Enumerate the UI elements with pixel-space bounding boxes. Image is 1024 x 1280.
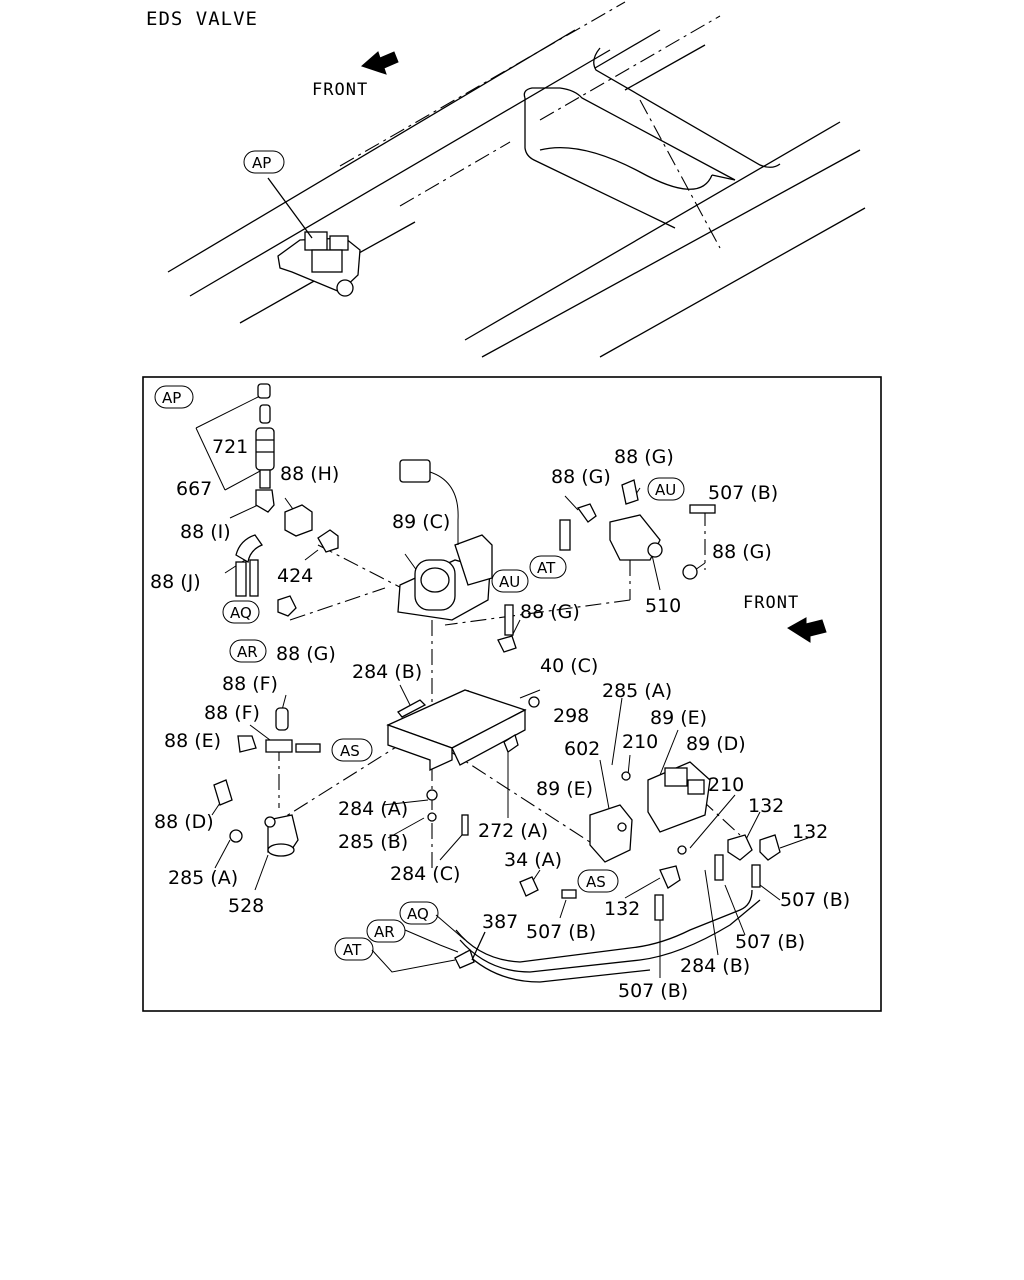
callout-at-2-label: AT: [343, 941, 362, 959]
part-285a-bottom: 285 (A): [168, 867, 238, 889]
part-507b-mid: 507 (B): [735, 931, 805, 953]
part-88f-top: 88 (F): [222, 673, 278, 695]
part-528: 528: [228, 895, 264, 917]
part-132-right: 132: [792, 821, 828, 843]
vehicle-frame-view: [167, 1, 866, 358]
callout-aq-label: AQ: [230, 604, 252, 622]
callout-as-2-label: AS: [586, 873, 606, 891]
part-88g-left: 88 (G): [276, 643, 336, 665]
callout-au-label: AU: [655, 481, 676, 499]
callout-ap-label: AP: [162, 389, 181, 407]
part-88f: 88 (F): [204, 702, 260, 724]
part-507b-top: 507 (B): [708, 482, 778, 504]
part-284c: 284 (C): [390, 863, 460, 885]
part-88g-top-left: 88 (G): [551, 466, 611, 488]
part-721: 721: [212, 436, 248, 458]
callout-ar-2-label: AR: [374, 923, 395, 941]
part-284b-bottom: 284 (B): [680, 955, 750, 977]
part-88i: 88 (I): [180, 521, 231, 543]
front-label-detail: FRONT: [743, 593, 799, 613]
part-285a-top: 285 (A): [602, 680, 672, 702]
part-40c: 40 (C): [540, 655, 598, 677]
detail-frame: [142, 376, 882, 1012]
part-89e-bottom: 89 (E): [536, 778, 593, 800]
callout-ap-top: AP: [243, 150, 285, 174]
part-89d: 89 (D): [686, 733, 746, 755]
callout-at-label: AT: [537, 559, 556, 577]
part-510: 510: [645, 595, 681, 617]
callout-aq-2-label: AQ: [407, 905, 429, 923]
part-272a: 272 (A): [478, 820, 548, 842]
part-89c: 89 (C): [392, 511, 450, 533]
part-667: 667: [176, 478, 212, 500]
callout-as-label: AS: [340, 742, 360, 760]
part-labels: 721 667 88 (H) 88 (I) 88 (J) 424 89 (C) …: [150, 436, 850, 1002]
callout-ap-detail: AP: [154, 385, 194, 409]
part-34a: 34 (A): [504, 849, 562, 871]
callout-aq: AQ: [222, 600, 260, 624]
callout-at-2: AT: [334, 937, 374, 961]
part-88g-top: 88 (G): [614, 446, 674, 468]
callout-au-2: AU: [491, 569, 529, 593]
callout-ap-top-label: AP: [252, 154, 271, 172]
part-284a: 284 (A): [338, 798, 408, 820]
part-507b-bottom: 507 (B): [618, 980, 688, 1002]
part-285b: 285 (B): [338, 831, 408, 853]
part-602: 602: [564, 738, 600, 760]
part-132-bottom: 132: [604, 898, 640, 920]
callout-as-2: AS: [577, 869, 619, 893]
part-210-right: 210: [708, 774, 744, 796]
callout-au-2-label: AU: [499, 573, 520, 591]
front-label-top: FRONT: [312, 80, 368, 100]
callout-as: AS: [331, 738, 373, 762]
part-284b-top: 284 (B): [352, 661, 422, 683]
part-88h: 88 (H): [280, 463, 339, 485]
callout-ar-2: AR: [366, 919, 406, 943]
part-210-left: 210: [622, 731, 658, 753]
part-88j: 88 (J): [150, 571, 201, 593]
part-88g-right: 88 (G): [712, 541, 772, 563]
callout-au: AU: [647, 477, 685, 501]
part-88d: 88 (D): [154, 811, 214, 833]
front-arrow-detail: FRONT: [743, 593, 827, 643]
part-88g-center: 88 (G): [520, 601, 580, 623]
part-298: 298: [553, 705, 589, 727]
diagram-title: EDS VALVE: [146, 8, 258, 30]
detail-parts: [213, 383, 781, 983]
part-387: 387: [482, 911, 518, 933]
part-132-top: 132: [748, 795, 784, 817]
callout-ar: AR: [229, 639, 267, 663]
part-507b-right: 507 (B): [780, 889, 850, 911]
callout-aq-2: AQ: [399, 901, 439, 925]
front-arrow-top: FRONT: [312, 51, 399, 100]
part-89e-top: 89 (E): [650, 707, 707, 729]
callout-ar-label: AR: [237, 643, 258, 661]
part-88e: 88 (E): [164, 730, 221, 752]
callout-at: AT: [529, 555, 567, 579]
part-507b-bottom-left: 507 (B): [526, 921, 596, 943]
part-424: 424: [277, 565, 313, 587]
